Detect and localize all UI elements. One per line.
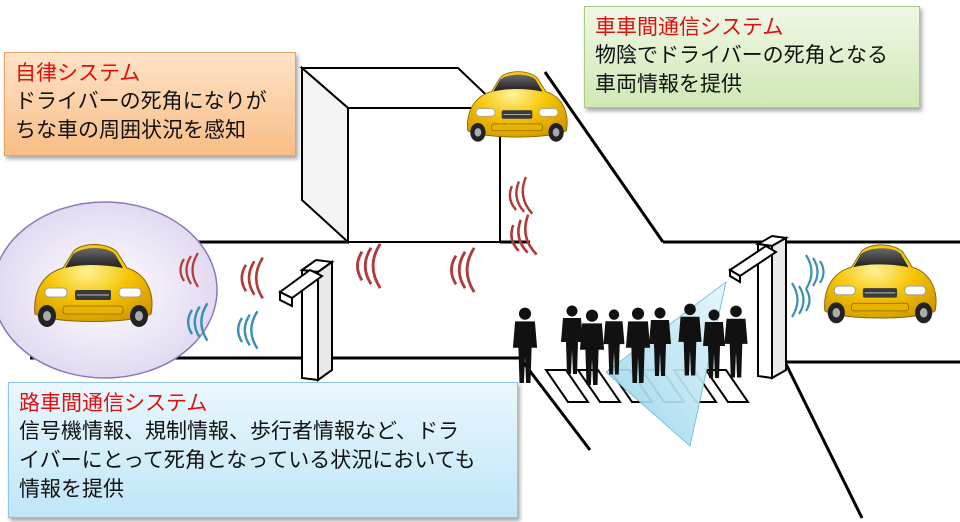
- callout-line: イバーにとって死角となっている状況においても: [19, 448, 476, 472]
- sensor-beam: [605, 280, 727, 447]
- callout-title: 路車間通信システム: [19, 391, 208, 415]
- building-block-icon: [299, 65, 503, 245]
- callout-line: 車両情報を提供: [595, 72, 742, 96]
- callout-autonomous-system: 自律システム ドライバーの死角になりが ちな車の周囲状況を感知: [4, 52, 296, 156]
- callout-line: ちな車の周囲状況を感知: [15, 118, 246, 142]
- callout-title: 車車間通信システム: [595, 15, 784, 39]
- roadside-antenna-icon: [728, 234, 790, 380]
- callout-title: 自律システム: [15, 61, 141, 85]
- roadside-antenna-icon: [278, 258, 335, 382]
- callout-line: ドライバーの死角になりが: [15, 89, 267, 113]
- callout-r2v-system: 路車間通信システム 信号機情報、規制情報、歩行者情報など、ドラ イバーにとって死…: [8, 382, 518, 518]
- callout-v2v-system: 車車間通信システム 物陰でドライバーの死角となる 車両情報を提供: [584, 6, 920, 108]
- callout-line: 情報を提供: [19, 477, 124, 501]
- callout-line: 信号機情報、規制情報、歩行者情報など、ドラ: [19, 419, 459, 443]
- callout-line: 物陰でドライバーの死角となる: [595, 43, 888, 67]
- yellow-car-icon: [824, 244, 937, 324]
